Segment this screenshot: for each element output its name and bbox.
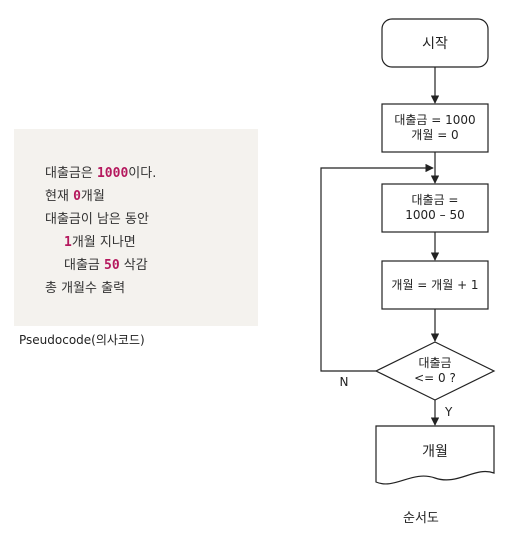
output-document: [375, 425, 495, 485]
flowchart-caption: 순서도: [403, 511, 439, 526]
subtract-process: [381, 183, 489, 233]
pseudocode-line-3: 대출금이 남은 동안: [45, 212, 149, 227]
decision-line-2: <= 0 ?: [414, 371, 456, 385]
pseudocode-line-6: 총 개월수 출력: [45, 281, 126, 296]
pseudocode-line-2: 현재 0개월: [45, 189, 105, 204]
yes-label: Y: [444, 405, 453, 419]
subtract-line-2: 1000 – 50: [405, 208, 464, 222]
pseudocode-line-4: 1개월 지나면: [64, 235, 136, 250]
increment-process: [381, 260, 489, 310]
pseudocode-panel: 대출금은 1000이다. 현재 0개월 대출금이 남은 동안 1개월 지나면 대…: [14, 129, 258, 326]
output-label: 개월: [422, 444, 448, 460]
pseudocode-caption: Pseudocode(의사코드): [19, 333, 145, 347]
decision-line-1: 대출금: [418, 356, 451, 370]
arrow-no-loop: [320, 163, 434, 372]
init-line-1: 대출금 = 1000: [394, 113, 475, 127]
pseudocode-line-1: 대출금은 1000이다.: [45, 166, 157, 181]
increment-label: 개월 = 개월 + 1: [391, 278, 478, 292]
no-label: N: [340, 375, 349, 389]
subtract-line-1: 대출금 =: [412, 193, 459, 207]
pseudocode-line-5: 대출금 50 삭감: [64, 258, 148, 273]
init-line-2: 개월 = 0: [411, 128, 458, 142]
start-label: 시작: [422, 36, 448, 52]
